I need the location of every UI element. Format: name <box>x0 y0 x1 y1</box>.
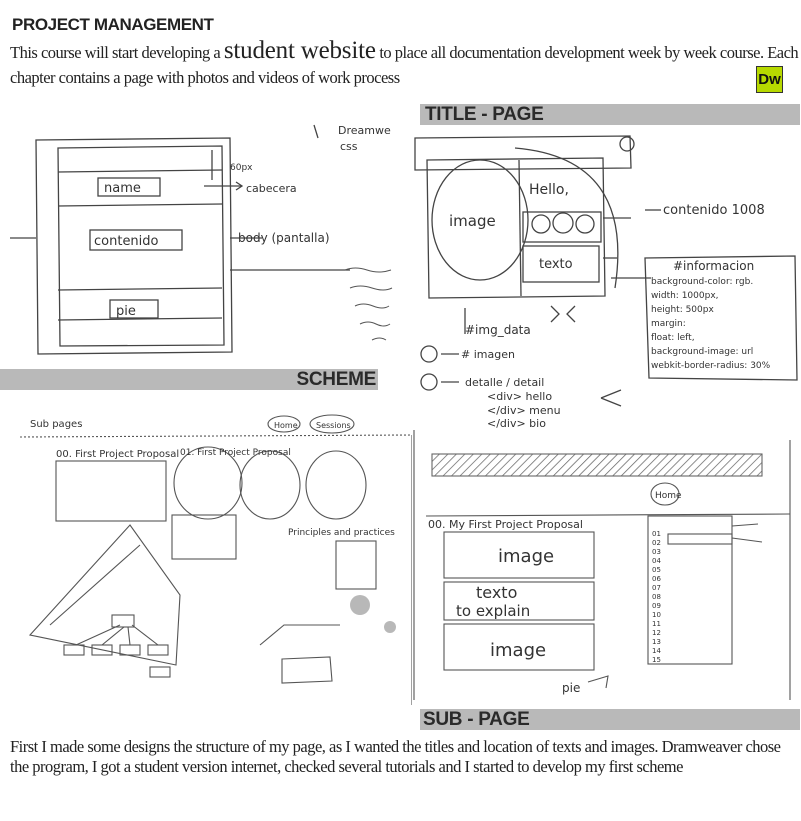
sub-list-item-7: 08 <box>652 593 661 601</box>
title-sketch-detalle: detalle / detail <box>465 376 544 389</box>
scheme2-sub-pages: Sub pages <box>30 419 82 430</box>
footer-paragraph: First I made some designs the structure … <box>10 737 781 776</box>
title-sketch-image: image <box>449 212 496 230</box>
sub-list-item-8: 09 <box>652 602 661 610</box>
sub-list-item-13: 14 <box>652 647 661 655</box>
css-note-1: width: 1000px, <box>651 291 719 301</box>
wire-label-pie: pie <box>116 304 136 319</box>
intro-paragraph: This course will start developing a stud… <box>10 38 800 90</box>
sub-sketch-image-2: image <box>490 640 546 661</box>
sketch-sub-page: 00. My First Project Proposal image text… <box>412 430 801 705</box>
page-heading: PROJECT MANAGEMENT <box>12 15 214 34</box>
scheme2-first-proposal: 00. First Project Proposal <box>56 449 179 460</box>
section-band-scheme: SCHEME <box>0 369 378 390</box>
sub-list-item-11: 12 <box>652 629 661 637</box>
sketch-sub-pages-scheme: Sub pages Home Sessions 00. First Projec… <box>0 405 412 705</box>
dreamweaver-logo: Dw <box>756 66 783 93</box>
sub-sketch-image-1: image <box>498 546 554 567</box>
title-sketch-contenido: contenido 1008 <box>663 203 765 218</box>
sub-list-item-12: 13 <box>652 638 661 646</box>
css-note-6: webkit-border-radius: 30% <box>651 361 771 371</box>
sub-list-item-1: 02 <box>652 539 661 547</box>
sketch-title-page: image Hello, texto contenido 1008 #infor… <box>405 128 801 428</box>
sub-list-item-3: 04 <box>652 557 661 565</box>
css-note-5: background-image: url <box>651 347 753 357</box>
title-sketch-hello: Hello, <box>529 182 569 198</box>
title-sketch-texto: texto <box>539 257 573 272</box>
intro-after: to place all documentation development w… <box>10 43 799 87</box>
sub-list-item-2: 03 <box>652 548 661 556</box>
title-sketch-imagen: # imagen <box>461 348 515 361</box>
sub-sketch-texto: texto <box>476 583 517 602</box>
css-note-4: float: left, <box>651 333 695 343</box>
wire-note-css: css <box>340 140 358 153</box>
sub-list-item-10: 11 <box>652 620 661 628</box>
intro-before: This course will start developing a <box>10 43 224 62</box>
sub-list-item-6: 07 <box>652 584 661 592</box>
wire-note-body: body (pantalla) <box>238 231 330 245</box>
title-sketch-css-notes: background-color: rgb. width: 1000px, he… <box>651 277 771 371</box>
wire-note-cabecera: cabecera <box>246 182 297 195</box>
sketch-scheme-wireframe: name contenido pie cabecera body (pantal… <box>0 120 405 365</box>
wire-label-name: name <box>104 181 141 196</box>
scheme2-home: Home <box>274 421 298 430</box>
sub-list-item-4: 05 <box>652 566 661 574</box>
sub-sketch-pie: pie <box>562 681 580 695</box>
sub-sketch-proposal: 00. My First Project Proposal <box>428 518 583 531</box>
css-note-2: height: 500px <box>651 305 714 315</box>
section-band-title-page: TITLE - PAGE <box>420 104 800 125</box>
sub-sketch-home: Home <box>655 491 682 501</box>
scheme2-principles: Principles and practices <box>288 528 395 538</box>
section-band-sub-page: SUB - PAGE <box>420 709 800 730</box>
title-sketch-img-data: #img_data <box>465 323 531 337</box>
wire-note-px: 60px <box>230 163 253 173</box>
title-sketch-div-hello: <div> hello <box>487 390 552 403</box>
title-sketch-div-menu: </div> menu <box>487 404 561 417</box>
intro-emphasis: student website <box>223 37 376 64</box>
scheme2-first-title: 01. First Project Proposal <box>180 448 291 458</box>
sub-list-item-0: 01 <box>652 530 661 538</box>
css-note-0: background-color: rgb. <box>651 277 753 287</box>
sub-sketch-list: 01 02 03 04 05 06 07 08 09 10 11 12 13 1… <box>652 530 661 664</box>
sub-list-item-9: 10 <box>652 611 661 619</box>
sub-list-item-14: 15 <box>652 656 661 664</box>
sub-sketch-to-explain: to explain <box>456 602 530 620</box>
css-note-3: margin: <box>651 319 686 329</box>
wire-note-dreamweaver: Dreamwe <box>338 124 391 137</box>
sub-list-item-5: 06 <box>652 575 661 583</box>
title-sketch-div-bio: </div> bio <box>487 417 546 428</box>
scheme2-sessions: Sessions <box>316 421 351 430</box>
title-sketch-informacion: #informacion <box>673 259 754 273</box>
wire-label-contenido: contenido <box>94 234 159 249</box>
